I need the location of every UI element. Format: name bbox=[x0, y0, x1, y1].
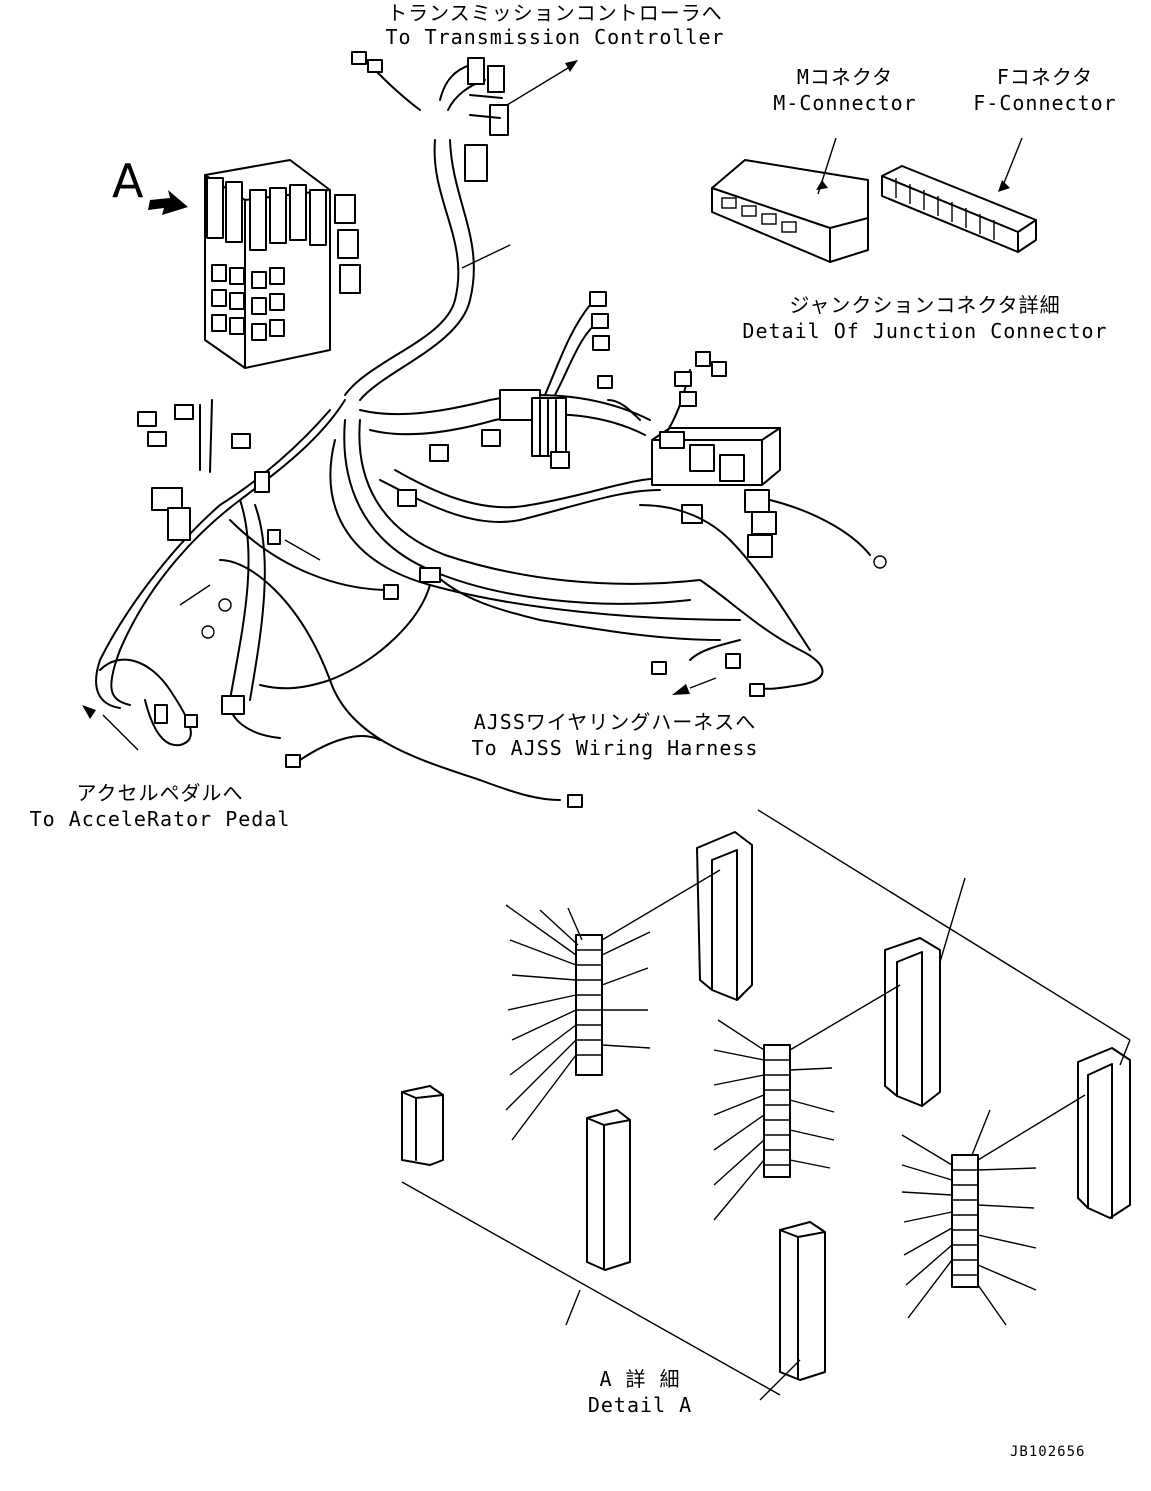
drawing-code: JB102656 bbox=[1010, 1444, 1086, 1460]
central-harness bbox=[259, 291, 741, 690]
relay-block-a bbox=[204, 159, 361, 369]
transmission-label-ja: トランスミッションコントローラへ bbox=[387, 1, 723, 25]
accelerator-label-ja: アクセルペダルへ bbox=[76, 781, 244, 805]
callout-a-letter: A bbox=[112, 154, 144, 208]
ajss-label-ja: AJSSワイヤリングハーネスへ bbox=[473, 710, 757, 734]
left-harness bbox=[82, 399, 583, 808]
callout-arrow bbox=[148, 190, 188, 215]
junction-label-ja: ジャンクションコネクタ詳細 bbox=[789, 293, 1061, 317]
transmission-label-en: To Transmission Controller bbox=[385, 25, 725, 49]
right-harness bbox=[639, 351, 887, 697]
m-connector bbox=[711, 137, 869, 263]
junction-label-en: Detail Of Junction Connector bbox=[742, 319, 1108, 343]
trunk-transmission bbox=[344, 51, 578, 401]
detail-a bbox=[401, 809, 1131, 1401]
f-connector-label-ja: Fコネクタ bbox=[996, 65, 1094, 89]
f-connector bbox=[881, 137, 1037, 253]
detail-a-label-ja: A 詳 細 bbox=[599, 1367, 681, 1391]
m-connector-label-en: M-Connector bbox=[773, 91, 917, 115]
ajss-label-en: To AJSS Wiring Harness bbox=[471, 736, 759, 760]
detail-a-label-en: Detail A bbox=[587, 1393, 693, 1417]
f-connector-label-en: F-Connector bbox=[973, 91, 1117, 115]
accelerator-label-en: To AcceleRator Pedal bbox=[29, 807, 291, 831]
m-connector-label-ja: Mコネクタ bbox=[796, 65, 894, 89]
